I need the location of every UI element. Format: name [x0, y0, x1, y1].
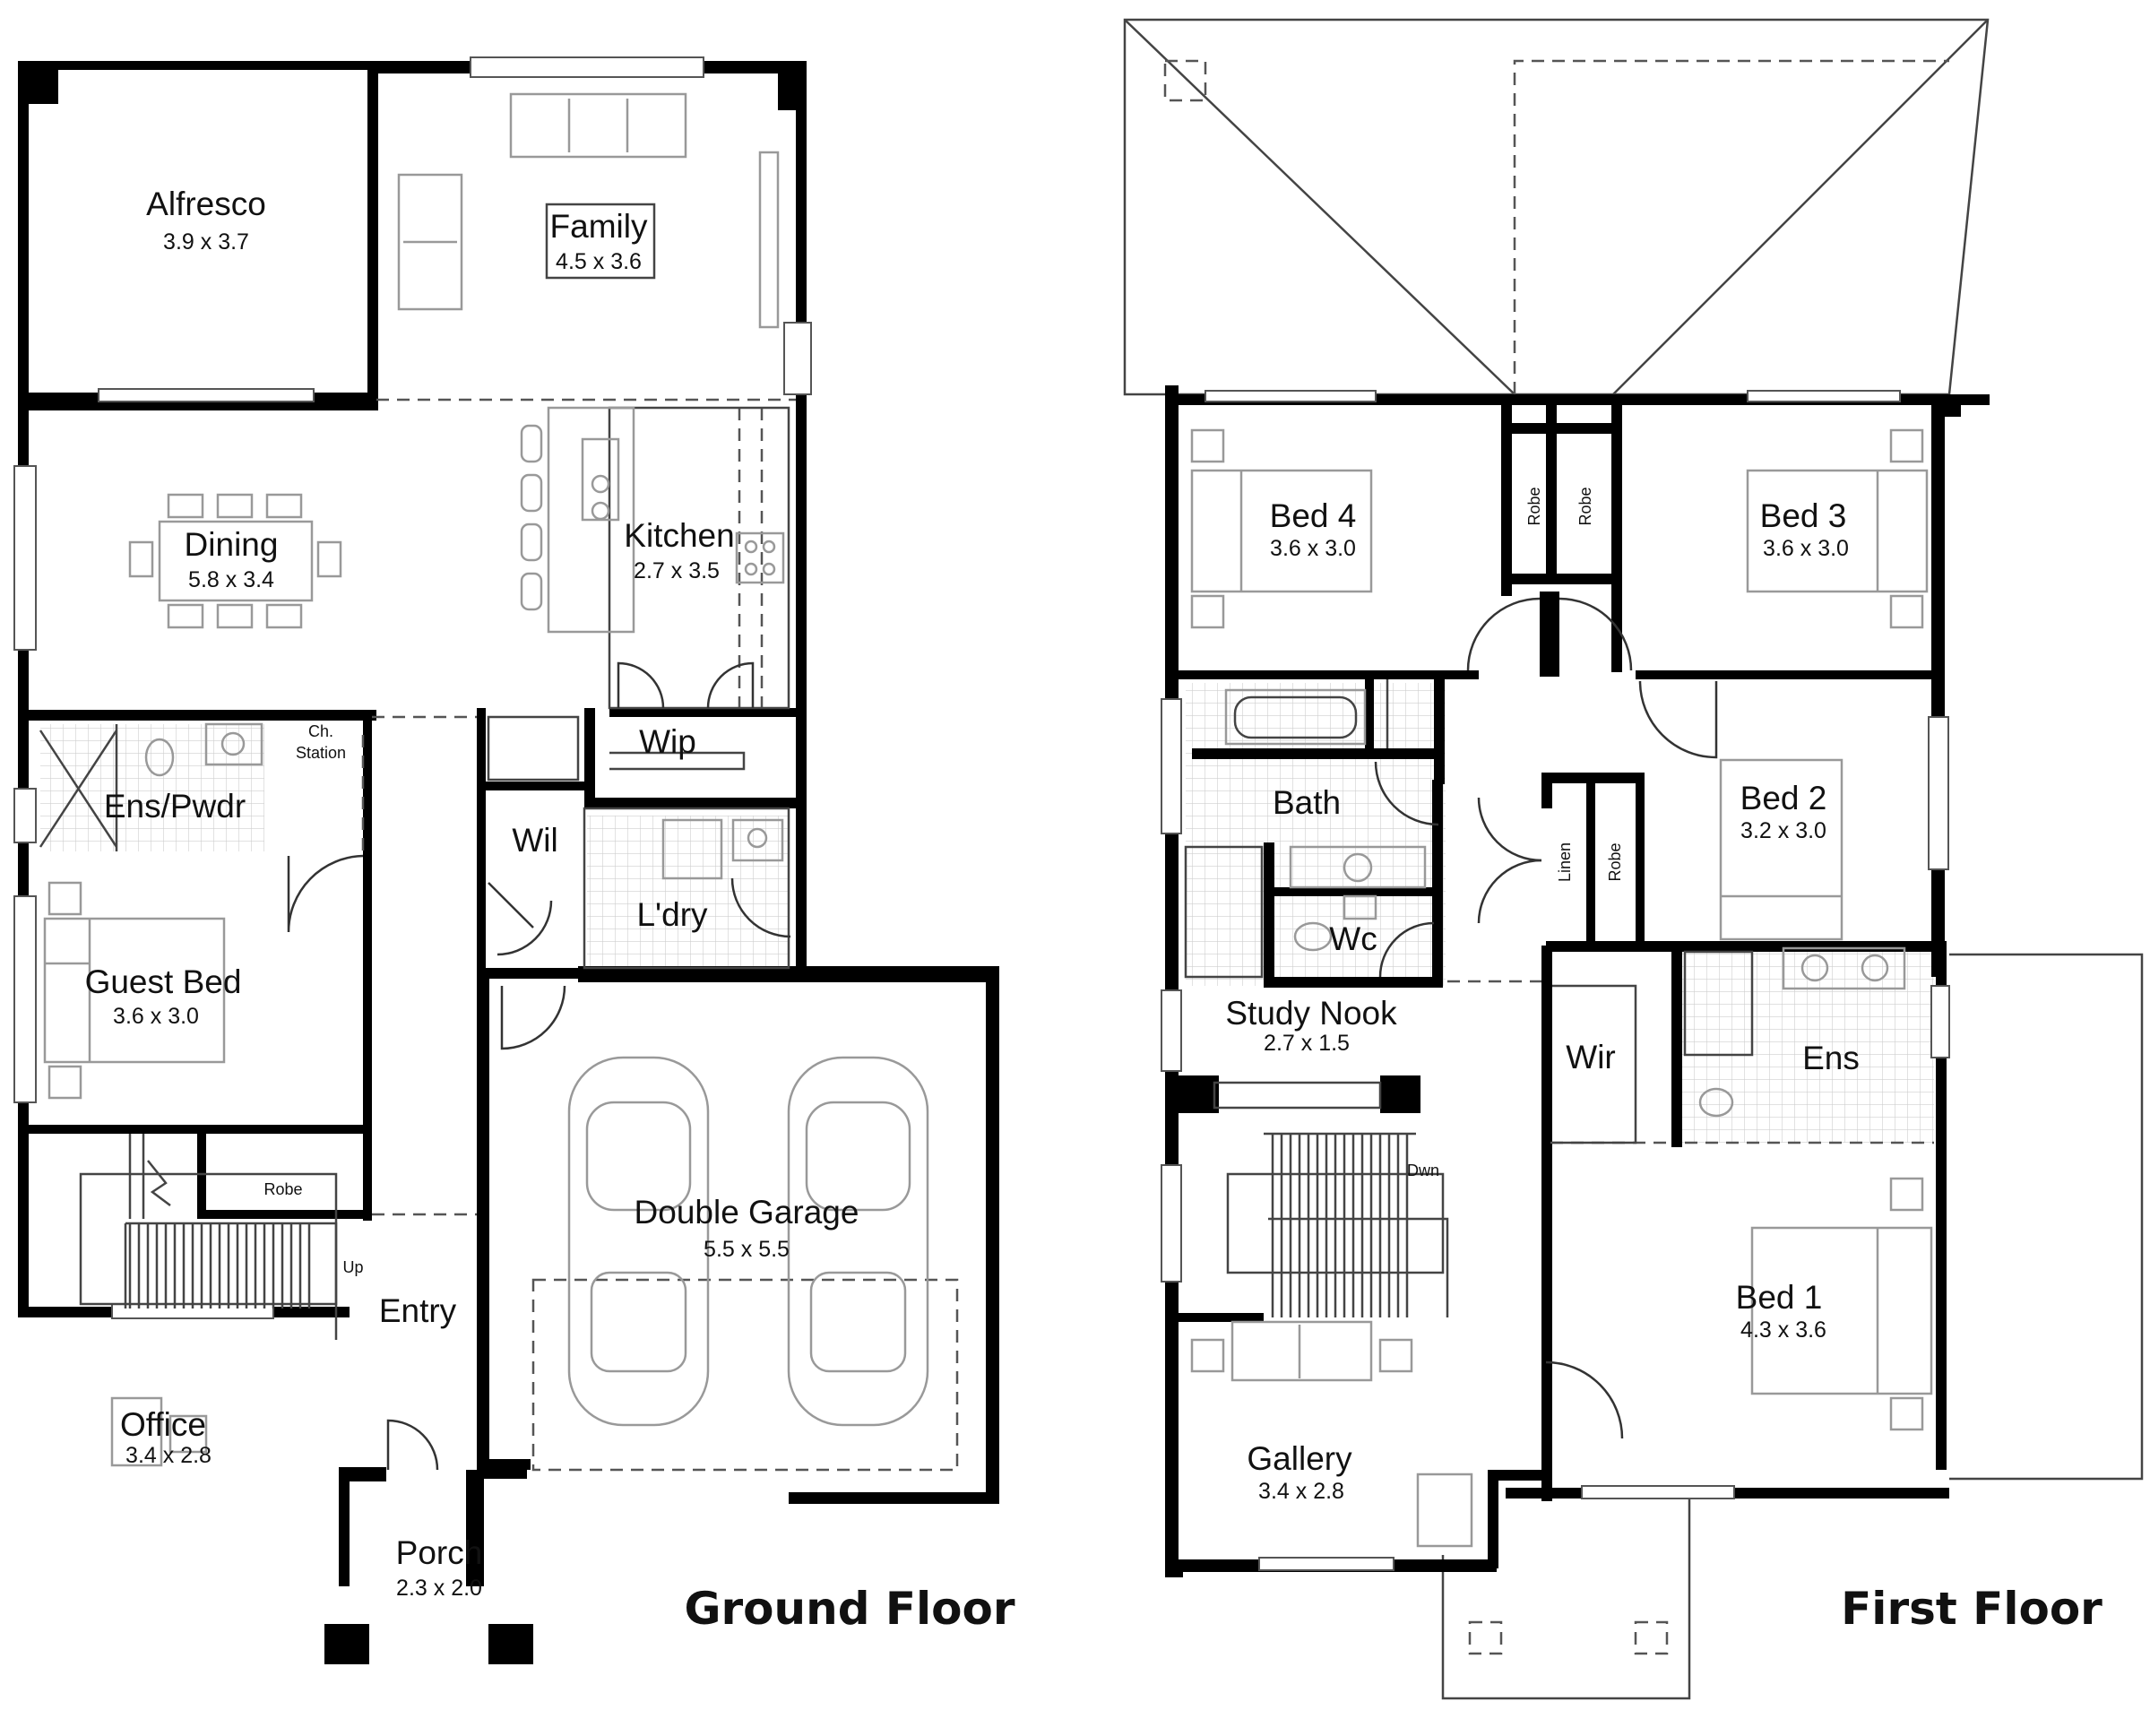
room-name-wip: Wip — [639, 723, 696, 760]
room-size-alfresco: 3.9 x 3.7 — [163, 229, 249, 255]
room-name-bed-2: Bed 2 — [1740, 780, 1827, 816]
room-size-office: 3.4 x 2.8 — [125, 1443, 212, 1468]
label-stair-down: Dwn — [1407, 1162, 1439, 1179]
room-name-alfresco: Alfresco — [146, 186, 266, 222]
label-robe-left: Robe — [1525, 487, 1543, 525]
room-name-wc: Wc — [1329, 920, 1377, 957]
room-name-dining: Dining — [185, 526, 279, 563]
first-floor-doors — [1374, 597, 1718, 1439]
label-ch-station-line2: Station — [296, 744, 346, 762]
label-ch-station-line1: Ch. — [308, 722, 333, 740]
first-floor-stairs — [1226, 1132, 1449, 1317]
room-name-office: Office — [120, 1406, 206, 1443]
ground-floor-title: Ground Floor — [684, 1583, 1015, 1635]
room-name-porch: Porch — [396, 1534, 483, 1571]
room-size-double-garage: 5.5 x 5.5 — [704, 1237, 790, 1262]
room-size-dining: 5.8 x 3.4 — [188, 567, 274, 592]
room-size-guest-bed: 3.6 x 3.0 — [113, 1004, 199, 1029]
room-name-double-garage: Double Garage — [635, 1194, 859, 1231]
room-size-bed-3: 3.6 x 3.0 — [1763, 536, 1849, 561]
first-floor-windows — [1161, 390, 1950, 1571]
room-name-guest-bed: Guest Bed — [85, 963, 242, 1000]
first-floor-room-labels: Bed 4 3.6 x 3.0 Bed 3 3.6 x 3.0 Bath Bed… — [1225, 487, 1860, 1504]
first-floor-title: First Floor — [1841, 1583, 2103, 1635]
room-name-wir: Wir — [1566, 1039, 1615, 1075]
room-size-gallery: 3.4 x 2.8 — [1258, 1479, 1344, 1504]
room-size-study-nook: 2.7 x 1.5 — [1264, 1031, 1350, 1056]
room-name-family: Family — [550, 208, 648, 245]
room-name-ens: Ens — [1802, 1040, 1860, 1076]
ground-floor-doors — [287, 661, 791, 1471]
room-name-entry: Entry — [379, 1292, 457, 1329]
room-name-bed-1: Bed 1 — [1736, 1279, 1823, 1316]
ground-floor-windows — [13, 56, 812, 1319]
room-size-porch: 2.3 x 2.0 — [396, 1576, 482, 1601]
room-name-gallery: Gallery — [1247, 1440, 1352, 1477]
room-name-bed-4: Bed 4 — [1270, 497, 1357, 534]
label-stair-up: Up — [342, 1258, 363, 1276]
room-size-bed-2: 3.2 x 3.0 — [1740, 818, 1826, 843]
label-robe-ground: Robe — [263, 1180, 302, 1198]
first-floor-plan: Bed 4 3.6 x 3.0 Bed 3 3.6 x 3.0 Bath Bed… — [1123, 18, 2144, 1700]
room-name-wil: Wil — [512, 822, 557, 859]
room-size-bed-4: 3.6 x 3.0 — [1270, 536, 1356, 561]
label-robe-right: Robe — [1576, 487, 1594, 525]
room-size-bed-1: 4.3 x 3.6 — [1740, 1317, 1826, 1343]
room-name-laundry: L'dry — [636, 896, 708, 933]
ground-floor-room-labels: Alfresco 3.9 x 3.7 Family 4.5 x 3.6 Dini… — [85, 186, 859, 1601]
garage-cars — [567, 1056, 929, 1427]
ground-floor-plan: Alfresco 3.9 x 3.7 Family 4.5 x 3.6 Dini… — [13, 56, 1015, 1664]
room-size-kitchen: 2.7 x 3.5 — [634, 558, 720, 583]
room-name-study-nook: Study Nook — [1225, 995, 1397, 1032]
label-robe-bed-2: Robe — [1606, 842, 1624, 881]
room-name-bed-3: Bed 3 — [1760, 497, 1847, 534]
ground-floor-stairs — [79, 1134, 338, 1340]
room-name-bath: Bath — [1273, 784, 1341, 821]
room-name-kitchen: Kitchen — [624, 517, 734, 554]
room-name-ens-pwdr: Ens/Pwdr — [104, 788, 246, 825]
first-floor-walls — [1165, 385, 1990, 1577]
room-size-family: 4.5 x 3.6 — [556, 249, 642, 274]
label-linen: Linen — [1556, 842, 1574, 882]
